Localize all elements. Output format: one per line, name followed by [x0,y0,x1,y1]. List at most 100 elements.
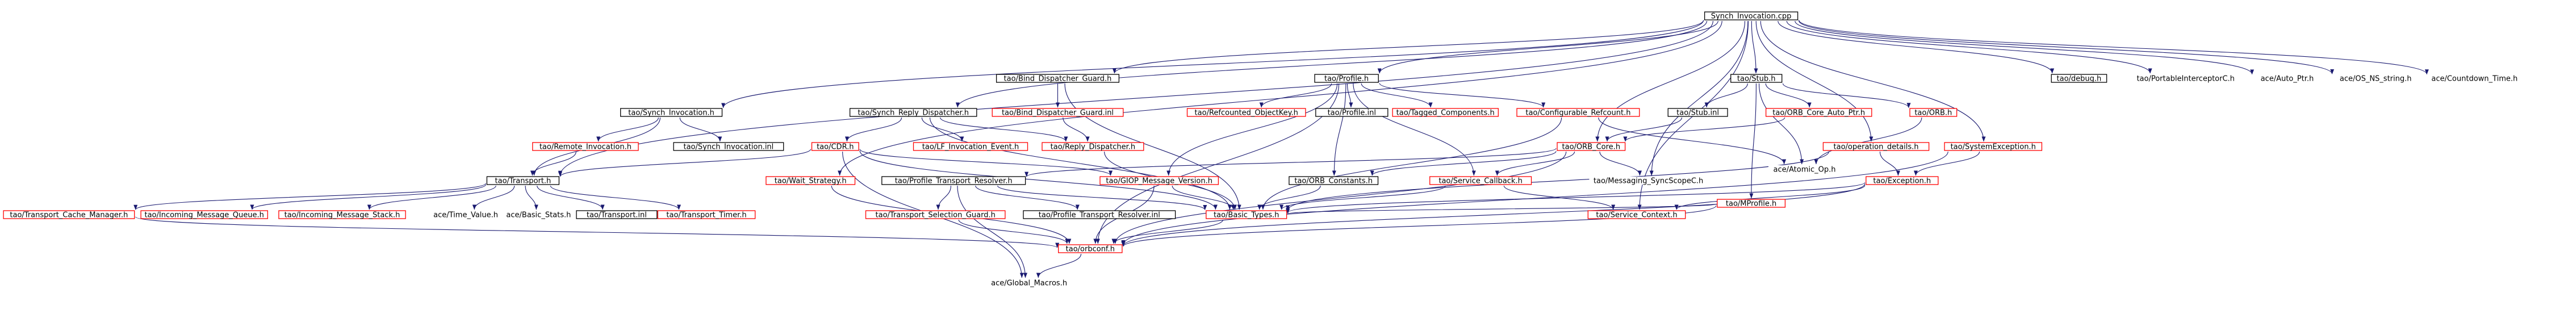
node-service-context[interactable]: tao/Service_Context.h [1587,210,1686,220]
node-label: tao/ORB_Constants.h [1294,177,1373,186]
node-orb-h[interactable]: tao/ORB.h [1909,108,1958,118]
node-refcounted-objectkey[interactable]: tao/Refcounted_ObjectKey.h [1186,108,1306,118]
edge-profile_h-to-tagged_components [1361,83,1433,108]
node-incoming-message-queue[interactable]: tao/Incoming_Message_Queue.h [140,210,268,220]
edge-transport_h-to-time_value [472,185,515,210]
edge-profile_transport_resolver_h-to-basic_types [997,185,1207,210]
node-mprofile-h[interactable]: tao/MProfile.h [1717,199,1786,208]
node-incoming-message-stack[interactable]: tao/Incoming_Message_Stack.h [278,210,406,220]
node-box [1206,210,1287,219]
node-stub-inl[interactable]: tao/Stub.inl [1667,108,1728,118]
edge-cdr_h-to-giop_message_version [859,149,1113,176]
node-label: tao/Remote_Invocation.h [540,143,632,152]
node-transport-timer[interactable]: tao/Transport_Timer.h [657,210,756,220]
edge-exception_h-to-service_context [1674,185,1866,210]
node-label: tao/Incoming_Message_Queue.h [144,211,264,220]
node-bind-dispatcher-guard-h[interactable]: tao/Bind_Dispatcher_Guard.h [996,74,1120,83]
node-box [498,211,579,219]
node-operation-details[interactable]: tao/operation_details.h [1822,142,1930,152]
edge-operation_details-to-exception_h [1879,151,1900,176]
node-profile-inl[interactable]: tao/Profile.inl [1315,108,1389,118]
edge-profile_h-to-giop_message_version [1166,83,1338,176]
node-synch-invocation-inl[interactable]: tao/Synch_Invocation.inl [673,142,784,152]
node-orbconf-h[interactable]: tao/orbconf.h [1058,244,1123,254]
node-os-ns-string: ace/OS_NS_string.h [2333,74,2418,83]
node-box [1392,108,1499,117]
node-system-exception[interactable]: tao/SystemException.h [1944,142,2043,152]
node-label: tao/Stub.inl [1676,109,1719,118]
node-remote-invocation[interactable]: tao/Remote_Invocation.h [532,142,639,152]
node-synch-invocation-h[interactable]: tao/Synch_Invocation.h [620,108,723,118]
node-label: tao/Synch_Invocation.inl [683,143,773,152]
edge-orb_h-to-atomic_op [1814,117,1922,165]
node-box [2428,74,2521,82]
node-label: tao/ORB.h [1914,109,1952,118]
node-tagged-components[interactable]: tao/Tagged_Components.h [1392,108,1499,118]
node-box [1587,210,1686,219]
edge-system_exception-to-exception_h [1913,151,1980,176]
node-transport-selection-guard[interactable]: tao/Transport_Selection_Guard.h [865,210,1006,220]
node-transport-h[interactable]: tao/Transport.h [486,176,560,186]
node-reply-dispatcher[interactable]: tao/Reply_Dispatcher.h [1042,142,1144,152]
node-orb-constants[interactable]: tao/ORB_Constants.h [1289,176,1379,186]
node-basic-stats: ace/Basic_Stats.h [498,211,579,220]
node-profile-transport-resolver-inl[interactable]: tao/Profile_Transport_Resolver.inl [1023,210,1176,220]
node-box [913,142,1028,151]
edge-profile_h-to-configurable_refcount [1379,83,1546,108]
edge-transport_h-to-incoming_message_stack [367,185,496,210]
node-label: tao/Wait_Strategy.h [775,177,847,186]
node-time-value: ace/Time_Value.h [427,211,504,220]
node-box [1667,108,1728,117]
edge-profile_h-to-refcounted_objectkey [1259,83,1332,108]
edges-layer [133,20,2429,278]
node-stub-h[interactable]: tao/Stub.h [1730,74,1783,83]
node-bind-dispatcher-guard-inl[interactable]: tao/Bind_Dispatcher_Guard.inl [992,108,1124,118]
edge-configurable_refcount-to-basic_types [1261,117,1562,210]
node-box [1730,74,1783,83]
edge-exception_h-to-orbconf_h [1121,183,1866,246]
node-profile-h[interactable]: tao/Profile.h [1314,74,1379,83]
node-atomic-op: ace/Atomic_Op.h [1768,165,1841,174]
edge-synch_invocation_cpp-to-stub_h [1751,20,1758,74]
node-label: tao/Profile_Transport_Resolver.inl [1039,211,1160,220]
edge-synch_invocation_cpp-to-portable_interceptor_c [1786,20,2152,74]
node-debug-h[interactable]: tao/debug.h [2051,74,2107,83]
node-box [881,176,1026,185]
node-synch-reply-dispatcher-h[interactable]: tao/Synch_Reply_Dispatcher.h [849,108,977,118]
edge-cdr_h-to-transport_h [558,149,812,177]
edge-stub_inl-to-orb_core_h [1605,117,1683,142]
node-giop-message-version[interactable]: tao/GIOP_Message_Version.h [1099,176,1219,186]
node-box [427,211,504,219]
node-label: ace/Time_Value.h [433,211,498,220]
node-label: tao/CDR.h [817,143,854,152]
node-transport-cache-manager[interactable]: tao/Transport_Cache_Manager.h [3,210,135,220]
node-cdr-h[interactable]: tao/CDR.h [811,142,859,152]
node-lf-invocation-event[interactable]: tao/LF_Invocation_Event.h [913,142,1028,152]
edge-profile_h-to-profile_inl [1346,83,1353,108]
node-wait-strategy[interactable]: tao/Wait_Strategy.h [766,176,856,186]
node-box [1516,108,1640,117]
node-orb-core-h[interactable]: tao/ORB_Core.h [1557,142,1626,152]
node-transport-inl[interactable]: tao/Transport.inl [576,210,658,220]
node-configurable-refcount[interactable]: tao/Configurable_Refcount.h [1516,108,1640,118]
node-label: ace/Countdown_Time.h [2431,75,2518,83]
node-orb-core-auto-ptr[interactable]: tao/ORB_Core_Auto_Ptr.h [1765,108,1872,118]
edge-synch_invocation_cpp-to-auto_ptr [1795,20,2254,75]
edge-profile_transport_resolver_h-to-transport_selection_guard [936,185,951,210]
node-basic-types[interactable]: tao/Basic_Types.h [1206,210,1287,220]
edge-orb_constants-to-basic_types [1257,185,1321,210]
edge-transport_selection_guard-to-orbconf_h [958,219,1069,244]
node-exception-h[interactable]: tao/Exception.h [1866,176,1939,186]
node-box [766,176,856,185]
node-synch-invocation-cpp[interactable]: Synch_Invocation.cpp [1704,11,1799,21]
node-service-callback[interactable]: tao/Service_Callback.h [1429,176,1532,186]
node-profile-transport-resolver-h[interactable]: tao/Profile_Transport_Resolver.h [881,176,1026,186]
node-box [140,210,268,219]
node-label: ace/Basic_Stats.h [506,211,571,220]
node-label: tao/debug.h [2057,75,2102,83]
edge-stub_h-to-orb_h [1782,83,1911,108]
edge-stub_h-to-stub_inl [1704,83,1748,108]
node-box [620,108,723,117]
edge-orb_core_auto_ptr-to-orb_core_h [1623,117,1785,142]
edge-transport_h-to-basic_stats [525,185,538,210]
